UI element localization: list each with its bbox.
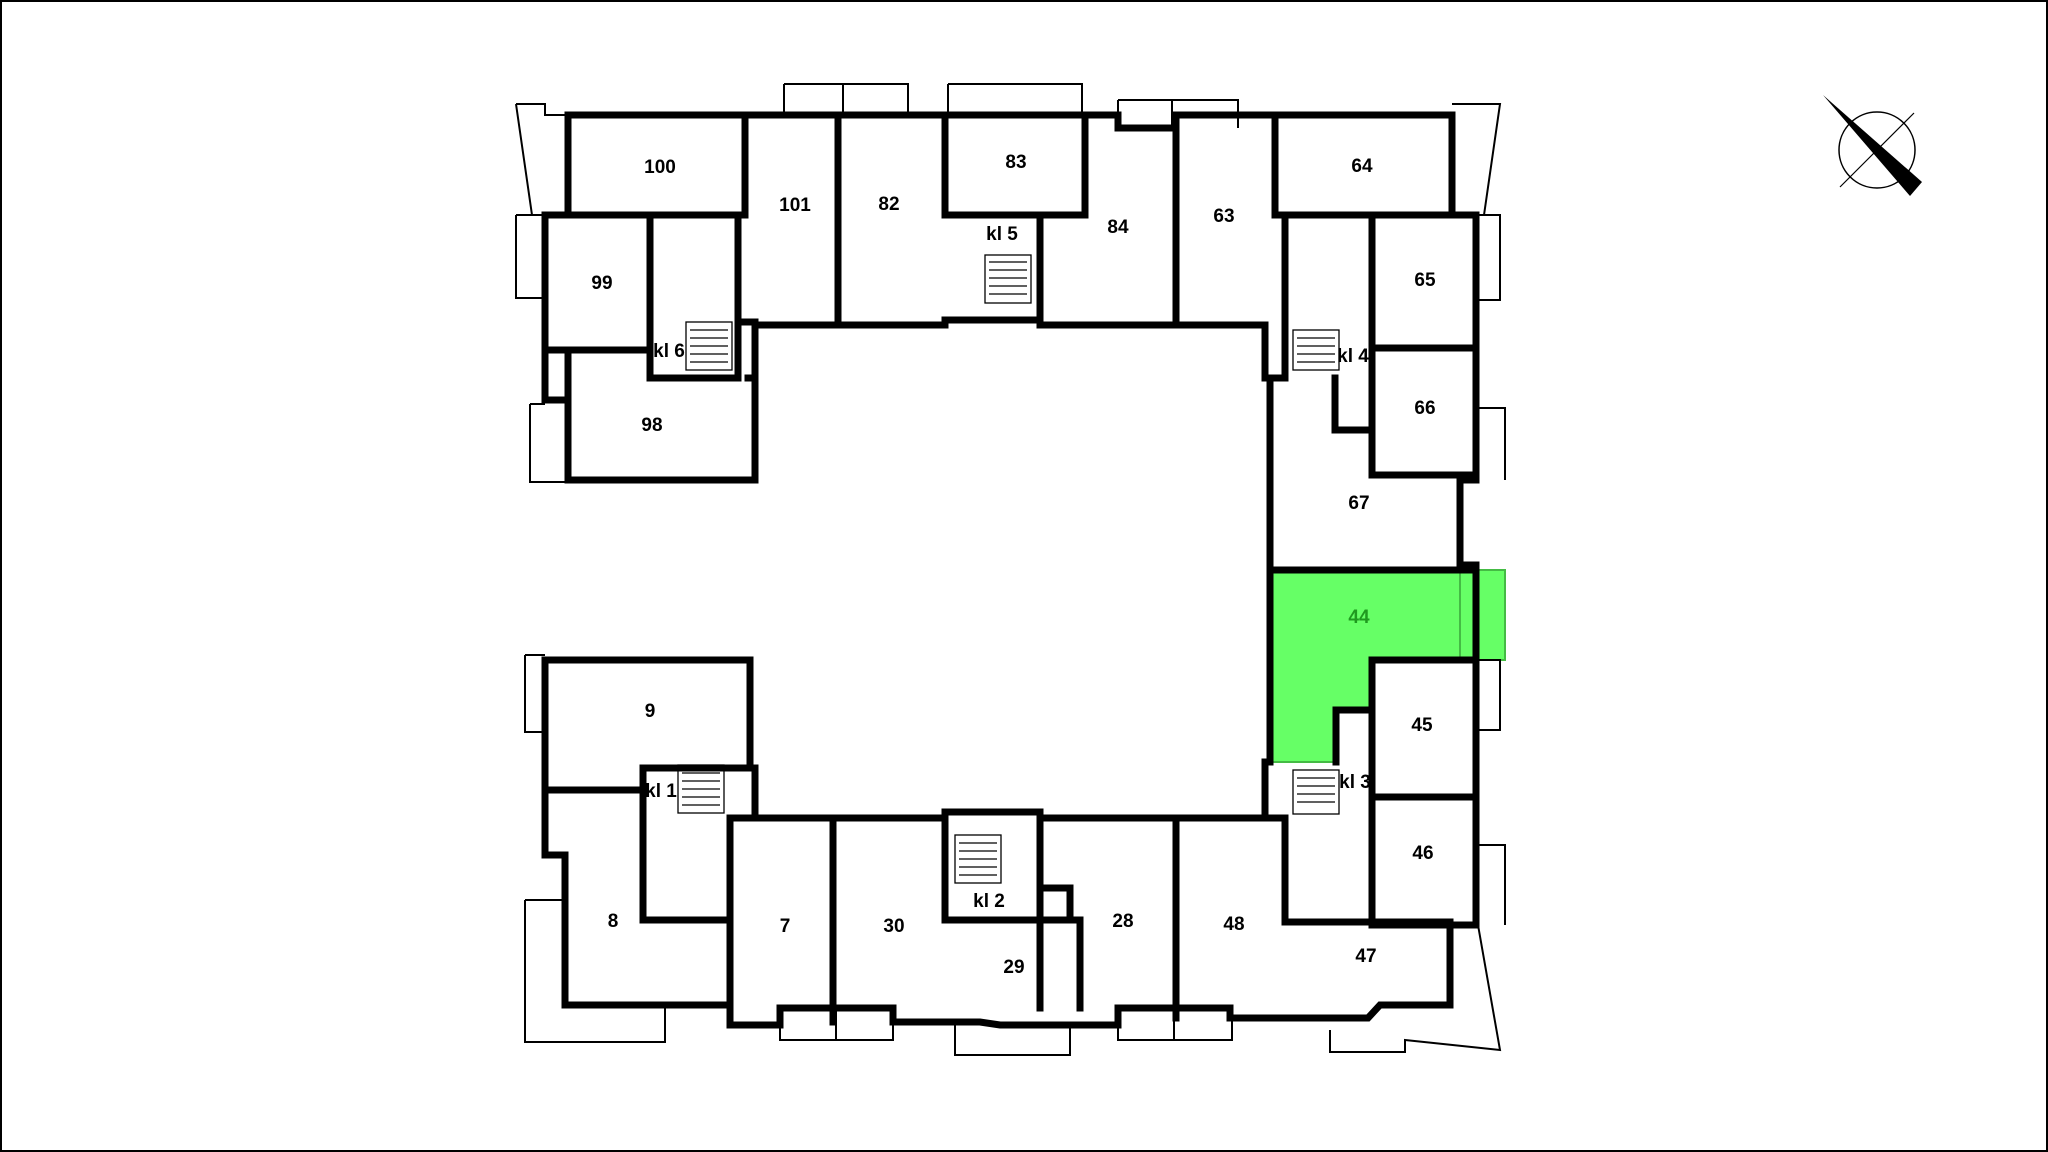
unit-label: 65 <box>1414 270 1436 291</box>
unit-83[interactable]: 83 <box>1005 152 1026 173</box>
unit-64[interactable]: 64 <box>1351 156 1373 177</box>
unit-label: 30 <box>883 916 904 937</box>
unit-8[interactable]: 8 <box>608 911 619 932</box>
interior-walls <box>541 111 1480 1026</box>
unit-63[interactable]: 63 <box>1213 206 1234 227</box>
unit-84[interactable]: 84 <box>1107 217 1129 238</box>
unit-label: 45 <box>1411 715 1433 736</box>
unit-label: 7 <box>780 916 791 937</box>
unit-66[interactable]: 66 <box>1414 398 1435 419</box>
unit-44-balcony-highlight <box>1459 569 1506 661</box>
unit-98[interactable]: 98 <box>641 415 662 436</box>
stairwell-label-kl4: kl 4 <box>1337 346 1369 367</box>
stairwell-label-kl5: kl 5 <box>986 224 1018 245</box>
unit-label: 101 <box>779 195 811 216</box>
unit-9[interactable]: 9 <box>645 701 656 722</box>
north-arrow-icon <box>1823 95 1922 196</box>
unit-99[interactable]: 99 <box>591 273 612 294</box>
unit-label: 100 <box>644 157 676 178</box>
unit-100[interactable]: 100 <box>644 157 676 178</box>
stairwell-label-kl1: kl 1 <box>645 781 677 802</box>
unit-label: 98 <box>641 415 662 436</box>
stairwell-label-kl6: kl 6 <box>653 341 685 362</box>
unit-label: 8 <box>608 911 619 932</box>
unit-label: 84 <box>1107 217 1129 238</box>
stair-details <box>677 254 1340 884</box>
stairwell-label-kl3: kl 3 <box>1339 772 1371 793</box>
unit-label: 64 <box>1351 156 1373 177</box>
stairwell-label-kl2: kl 2 <box>973 891 1005 912</box>
unit-47[interactable]: 47 <box>1355 946 1376 967</box>
unit-label: 63 <box>1213 206 1234 227</box>
unit-65[interactable]: 65 <box>1414 270 1436 291</box>
unit-45[interactable]: 45 <box>1411 715 1433 736</box>
unit-label: 66 <box>1414 398 1435 419</box>
unit-label: 9 <box>645 701 656 722</box>
unit-label: 48 <box>1223 914 1244 935</box>
unit-67[interactable]: 67 <box>1348 493 1369 514</box>
unit-label: 28 <box>1112 911 1133 932</box>
unit-label: 67 <box>1348 493 1369 514</box>
unit-label: 46 <box>1412 843 1433 864</box>
unit-30[interactable]: 30 <box>883 916 904 937</box>
unit-label: 82 <box>878 194 899 215</box>
unit-82[interactable]: 82 <box>878 194 899 215</box>
unit-label: 29 <box>1003 957 1024 978</box>
unit-44[interactable]: 44 <box>1348 607 1370 628</box>
unit-28[interactable]: 28 <box>1112 911 1133 932</box>
unit-29[interactable]: 29 <box>1003 957 1024 978</box>
unit-label: 47 <box>1355 946 1376 967</box>
balconies <box>515 83 1506 1056</box>
unit-label: 83 <box>1005 152 1026 173</box>
unit-101[interactable]: 101 <box>779 195 811 216</box>
unit-7[interactable]: 7 <box>780 916 791 937</box>
unit-label: 99 <box>591 273 612 294</box>
unit-48[interactable]: 48 <box>1223 914 1244 935</box>
unit-46[interactable]: 46 <box>1412 843 1433 864</box>
unit-label: 44 <box>1348 607 1370 628</box>
